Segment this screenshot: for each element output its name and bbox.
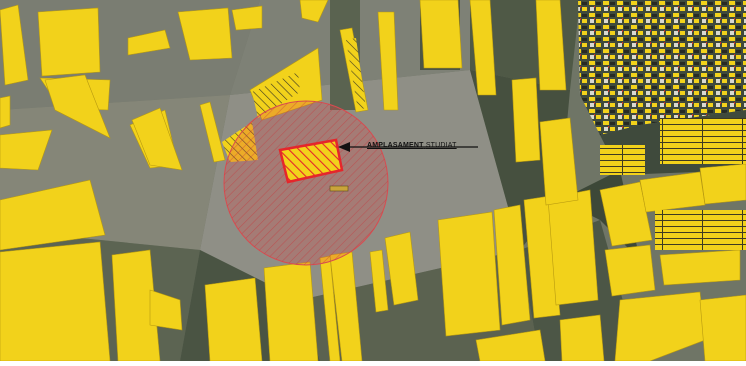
parcel <box>604 244 656 297</box>
parcel <box>0 95 11 129</box>
parcel <box>127 29 171 56</box>
parcel <box>204 277 263 362</box>
parcel <box>384 231 419 306</box>
site-sublabel: STUDIAT <box>425 142 457 149</box>
parcel <box>599 181 653 247</box>
agri-strips <box>600 118 746 250</box>
parcel <box>511 77 541 163</box>
site-annotation: AMPLASAMENT STUDIAT <box>367 142 457 149</box>
hatched-strip <box>346 38 366 110</box>
parcel <box>659 249 741 286</box>
site-label: AMPLASAMENT <box>367 142 424 149</box>
parcel <box>437 211 501 337</box>
parcel <box>377 11 399 111</box>
parcel-triangle <box>44 74 111 139</box>
parcel <box>37 7 101 77</box>
parcel <box>149 289 183 331</box>
parcel <box>699 163 746 205</box>
parcel <box>699 294 746 362</box>
buffer-hatch <box>224 101 388 265</box>
parcel <box>0 179 106 251</box>
arrow-icon <box>338 142 478 152</box>
parcel <box>559 314 605 362</box>
parcel <box>177 7 233 61</box>
building-marker <box>329 185 349 192</box>
parcel <box>199 101 226 163</box>
parcel <box>231 5 263 31</box>
parcel <box>0 129 53 171</box>
parcel <box>369 249 389 313</box>
parcel <box>419 0 463 69</box>
parcel <box>299 0 329 23</box>
parcel <box>547 189 599 306</box>
parcel-triangle <box>131 107 183 171</box>
parcel <box>0 4 29 86</box>
parcel <box>639 171 706 213</box>
hatched-parcel <box>252 72 300 118</box>
parcel <box>0 241 111 362</box>
parcel <box>535 0 567 91</box>
parcel <box>469 0 497 96</box>
parcel <box>539 117 579 206</box>
parcel <box>614 291 706 362</box>
parcel <box>263 261 319 362</box>
study-site[interactable] <box>278 138 344 184</box>
parcel <box>493 204 531 326</box>
